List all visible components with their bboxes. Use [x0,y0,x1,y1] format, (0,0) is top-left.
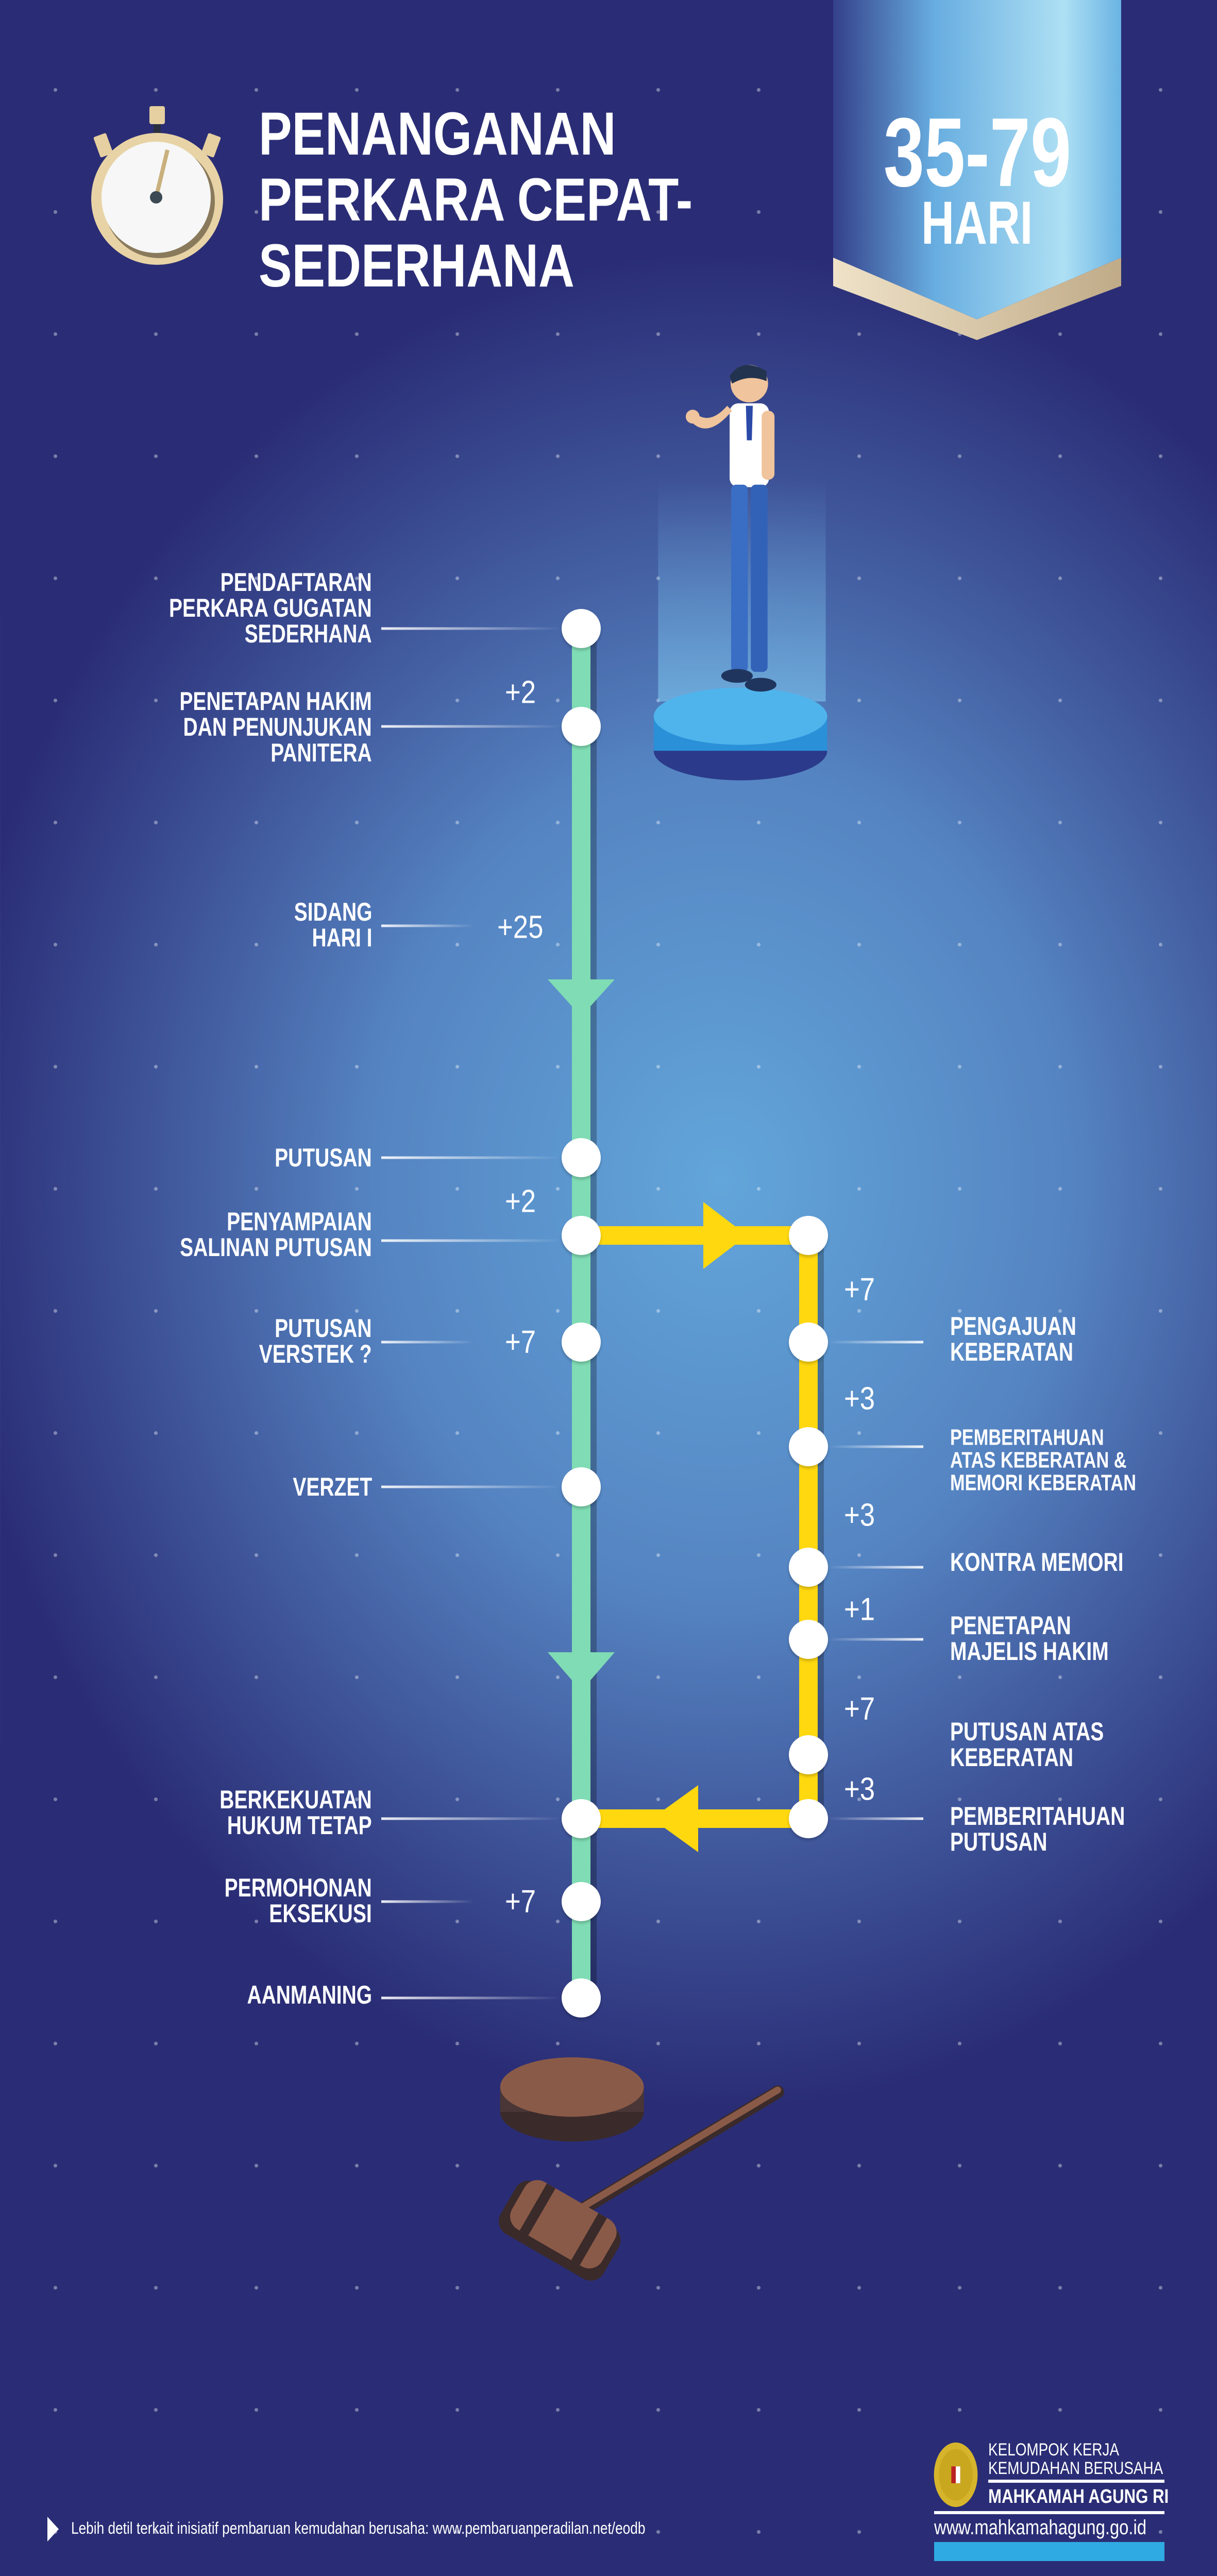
divider [934,2511,1164,2514]
page-title: PENANGANAN PERKARA CEPAT- SEDERHANA [259,101,692,299]
connector [381,924,474,927]
main-node-8 [562,1799,601,1838]
appeal-node-4 [789,1620,828,1659]
appeal-node-5 [789,1735,828,1774]
connector [828,1566,923,1569]
step-label-kontra-memori: KONTRA MEMORI [950,1548,1124,1577]
appeal-node-1 [789,1323,828,1362]
play-arrow-icon [47,2517,59,2541]
duration-value: 35-79 [883,98,1071,207]
days-badge: +3 [844,1497,875,1533]
title-line-3: SEDERHANA [259,232,574,300]
connector [381,627,562,630]
main-node-2 [562,707,601,746]
connector [381,1239,562,1242]
appeal-arrow-left [652,1785,698,1852]
mahkamah-agung-logo [934,2442,978,2507]
title-line-2: PERKARA CEPAT- [259,166,693,234]
org-line-1: KELOMPOK KERJA [988,2440,1120,2460]
connector [381,1341,474,1344]
days-badge: +2 [505,674,536,710]
main-node-7 [562,1467,601,1506]
main-node-1 [562,609,601,648]
appeal-arrow-right [703,1202,747,1269]
duration-ribbon [833,0,1121,340]
main-arrow-down-2 [548,1652,615,1691]
connector [381,1817,562,1820]
main-node-6 [562,1323,601,1362]
appeal-track-top [581,1226,808,1245]
connector [381,725,562,728]
days-badge: +3 [844,1381,875,1417]
org-name: MAHKAMAH AGUNG RI [988,2486,1169,2507]
org-line-2: KEMUDAHAN BERUSAHA [988,2459,1163,2478]
connector [381,1900,474,1903]
connector [381,1156,562,1159]
website-link[interactable]: www.mahkamahagung.go.id [934,2516,1147,2539]
main-node-4 [562,1138,601,1177]
title-line-1: PENANGANAN [259,100,616,168]
connector [381,1485,562,1488]
main-arrow-down-1 [548,979,615,1016]
main-track [572,629,590,1998]
step-label-verzet: VERZET [293,1472,372,1501]
days-badge: +3 [844,1771,875,1807]
step-label-putusan: PUTUSAN [275,1143,372,1172]
divider [988,2480,1164,2483]
footer-accent-bar [934,2542,1164,2561]
duration-unit: HARI [921,189,1033,257]
days-badge: +7 [844,1272,875,1308]
gavel-illustration [498,2057,784,2281]
footer-note[interactable]: Lebih detil terkait inisiatif pembaruan … [71,2519,646,2537]
flow-tracks [548,629,824,1998]
main-node-5 [562,1216,601,1255]
main-node-9 [562,1882,601,1921]
connector [381,1996,562,1999]
days-badge: +7 [505,1324,536,1360]
days-badge: +2 [505,1183,536,1219]
appeal-node-3 [789,1548,828,1587]
days-badge: +7 [505,1884,536,1920]
step-label-aanmaning: AANMANING [247,1980,372,2009]
days-badge: +7 [844,1691,875,1727]
connector [828,1817,923,1820]
connector [828,1445,923,1448]
person-illustration [653,365,827,781]
days-badge: +25 [497,909,544,945]
appeal-node-2 [789,1427,828,1466]
days-badge: +1 [844,1591,875,1628]
connector [828,1638,923,1641]
appeal-node-6 [789,1799,828,1838]
connector [828,1341,923,1344]
stopwatch-icon [91,106,223,265]
main-node-10 [562,1978,601,2018]
appeal-node-start [789,1216,828,1255]
